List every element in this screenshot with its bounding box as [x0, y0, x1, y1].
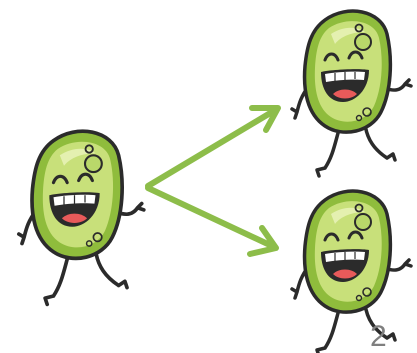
daughter-bacterium-bottom-icon: [292, 191, 411, 353]
arrow-down-right-icon: [148, 188, 276, 254]
daughter-bacterium-top-icon: [292, 11, 411, 176]
parent-bacterium-icon: [19, 131, 144, 304]
slide-page-number: 2: [370, 322, 387, 352]
arrow-up-right-icon: [148, 108, 278, 186]
